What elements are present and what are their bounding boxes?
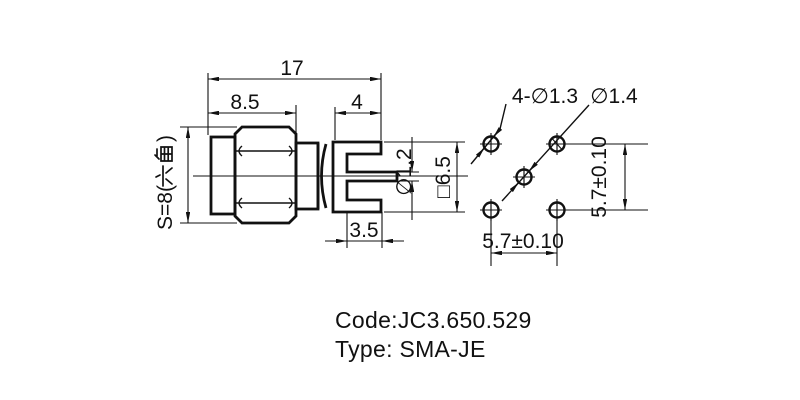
- dim-total-length-label: 17: [280, 57, 303, 80]
- dim-leg-span: 3.5: [325, 212, 404, 248]
- dim-pin-diameter-label: ∅1.2: [393, 148, 416, 196]
- hex-nut: [233, 125, 298, 225]
- dim-flange-width-label: 4: [351, 91, 363, 114]
- dim-hex-label-suffix: ): [154, 135, 177, 142]
- side-view: 17 8.5 4 S=8( ): [154, 57, 468, 248]
- dim-hex-across-flats: S=8( ): [154, 126, 237, 230]
- dim-front-length-label: 8.5: [230, 91, 259, 114]
- caption: Code:JC3.650.529 Type: SMA-JE: [335, 307, 532, 362]
- hole-top-right: [548, 135, 566, 153]
- dim-flange-square-label: □6.5: [432, 156, 455, 198]
- dim-pin-diameter: ∅1.2: [393, 137, 419, 220]
- hex-corner-arcs: [238, 145, 293, 209]
- dim-center-hole-label: ∅1.4: [590, 85, 638, 108]
- dim-hex-label: S=8( ): [154, 135, 177, 230]
- dim-hex-label-prefix: S=8(: [154, 185, 177, 230]
- dim-pitch-vertical: 5.7±0.10: [566, 136, 648, 218]
- dim-corner-holes-label: 4-∅1.3: [512, 85, 578, 108]
- dim-pitch-horizontal: 5.7±0.10: [482, 218, 564, 266]
- caption-code: Code:JC3.650.529: [335, 307, 532, 333]
- mounting-flange-and-pin: [331, 140, 399, 214]
- dim-total-length: 17: [207, 57, 382, 140]
- footprint-view: 4-∅1.3 ∅1.4 5.7±0.10 5.7±0.10: [470, 85, 648, 266]
- dim-front-length: 8.5: [208, 91, 297, 134]
- hole-top-left: [482, 135, 500, 153]
- dim-pitch-horizontal-label: 5.7±0.10: [482, 230, 564, 253]
- hole-bottom-left: [482, 201, 500, 219]
- dim-flange-square: □6.5: [384, 141, 465, 213]
- taper-arc: [320, 143, 328, 209]
- hole-inner-marks: [484, 136, 564, 217]
- hole-leaders: [470, 103, 590, 202]
- hole-center: [515, 168, 533, 186]
- dim-flange-width: 4: [334, 91, 381, 140]
- cjk-hexagon-glyphs: [154, 146, 173, 187]
- hole-bottom-right: [548, 201, 566, 219]
- dim-leg-span-label: 3.5: [349, 219, 378, 242]
- dim-pitch-vertical-label: 5.7±0.10: [588, 136, 611, 218]
- caption-type: Type: SMA-JE: [335, 336, 486, 362]
